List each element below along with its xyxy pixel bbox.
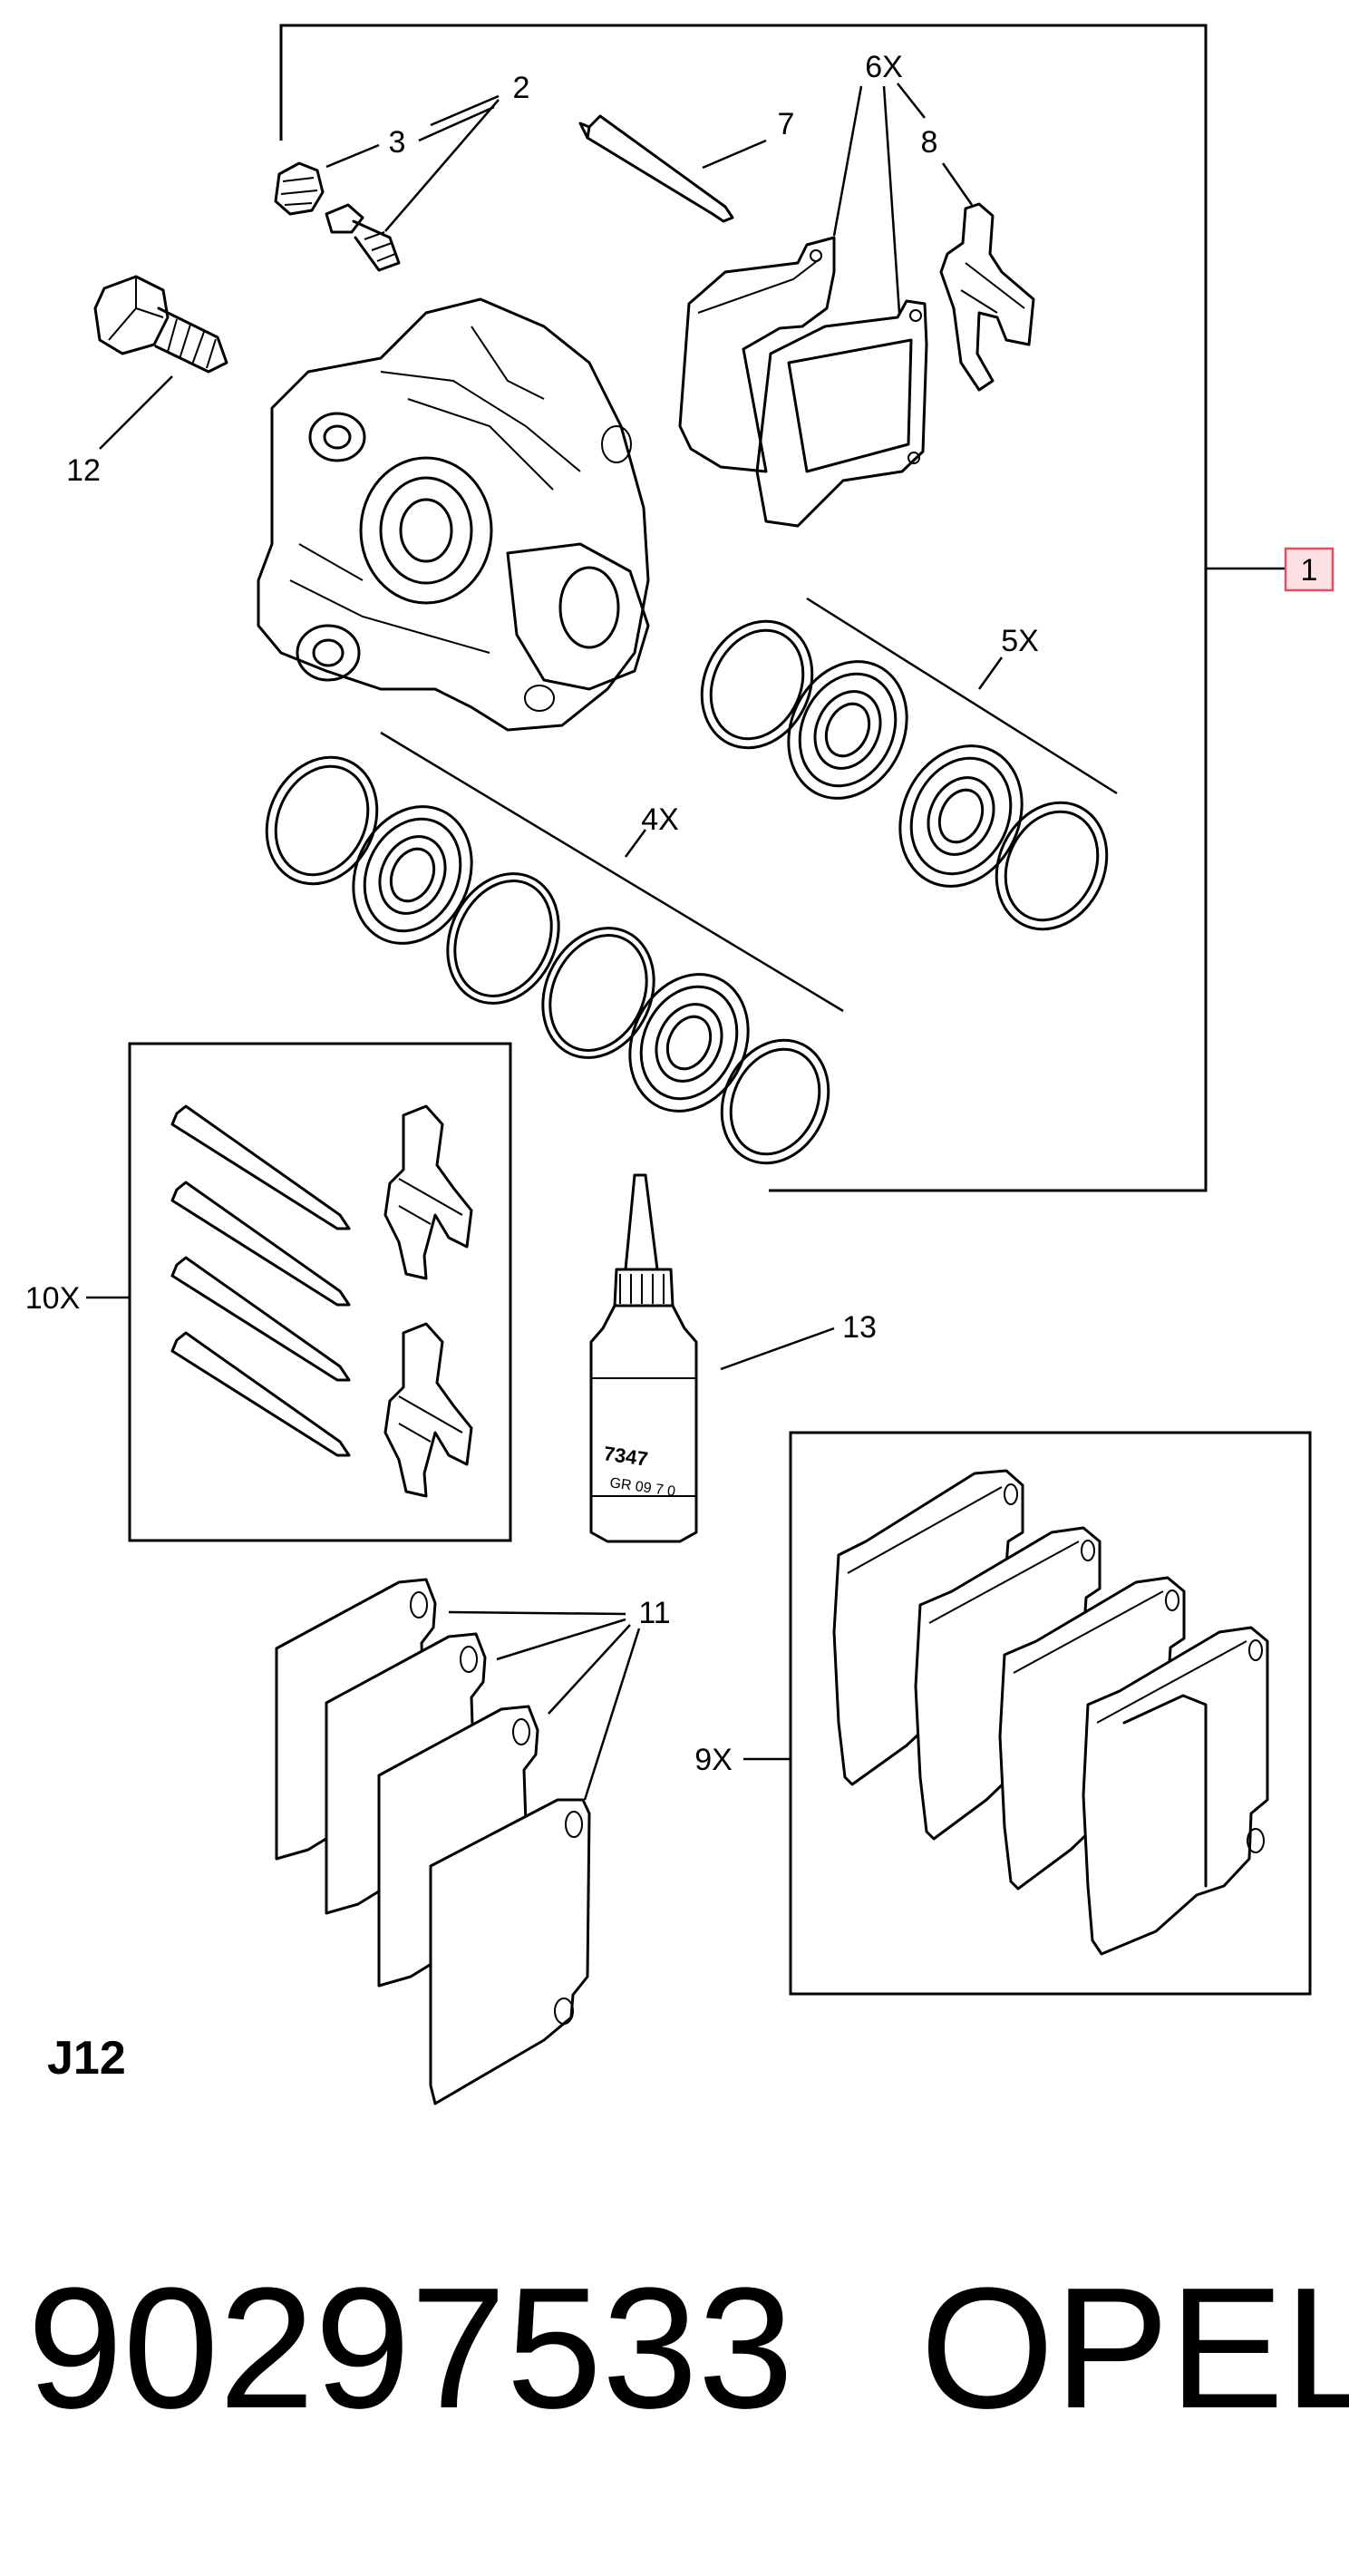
caliper-body-part	[257, 297, 650, 732]
threadlock-bottle-part: 7347 GR 09 7 0	[589, 1173, 698, 1543]
callout-7: 7	[778, 107, 795, 141]
callout-1-highlight[interactable]: 1	[1284, 547, 1334, 592]
callout-12-group: 12	[66, 375, 173, 488]
mounting-bolt-part	[93, 275, 228, 374]
callout-6-group: 6X	[832, 50, 926, 314]
retaining-spring-part	[939, 202, 1035, 392]
callout-8: 8	[921, 125, 938, 160]
callout-8-group: 8	[921, 125, 974, 206]
bottle-label-code: 7347	[602, 1442, 649, 1471]
callout-4-group: 4X	[380, 731, 844, 1013]
kit-9x-pads	[832, 1469, 1269, 1956]
callout-9x: 9X	[694, 1743, 733, 1777]
pad-upper-left	[678, 236, 836, 473]
part-number-text: 90297533	[27, 2252, 794, 2445]
shim-set-11	[275, 1578, 591, 2105]
kit-10x-pins	[170, 1104, 351, 1457]
guide-pin-part	[578, 114, 734, 223]
callout-4x: 4X	[641, 802, 679, 837]
kit-9x-box	[789, 1431, 1312, 1996]
kit-10x-box	[128, 1042, 512, 1542]
callout-1: 1	[1301, 553, 1318, 588]
bleed-nipple-part	[325, 203, 401, 272]
callout-10x: 10X	[25, 1281, 81, 1316]
callout-11: 11	[638, 1596, 670, 1630]
callout-6x: 6X	[865, 50, 903, 84]
seal-kit-4x	[265, 755, 830, 1165]
kit-10x-springs	[383, 1104, 473, 1498]
page-code-label: J12	[47, 2032, 126, 2085]
callout-2: 2	[513, 71, 530, 105]
callout-13: 13	[842, 1310, 877, 1345]
assembly-bracket	[279, 24, 1286, 1192]
callout-3-group: 3	[325, 105, 495, 169]
pad-upper-right	[755, 299, 928, 528]
callout-5x: 5X	[1001, 624, 1039, 658]
callout-12: 12	[66, 453, 101, 488]
callout-13-group: 13	[720, 1310, 877, 1371]
callout-9-group: 9X	[694, 1743, 791, 1777]
callout-5-group: 5X	[806, 597, 1118, 795]
seal-kit-5x	[700, 619, 1109, 931]
callout-2-group: 2	[384, 71, 530, 232]
callout-11-group: 11	[448, 1596, 671, 1801]
callout-10-group: 10X	[25, 1281, 130, 1316]
callout-3: 3	[389, 125, 406, 160]
bleed-cap-part	[274, 161, 325, 216]
brand-text: OPEL	[920, 2252, 1349, 2445]
footer-identification: 90297533 OPEL	[27, 2249, 1349, 2448]
callout-7-group: 7	[702, 107, 795, 170]
